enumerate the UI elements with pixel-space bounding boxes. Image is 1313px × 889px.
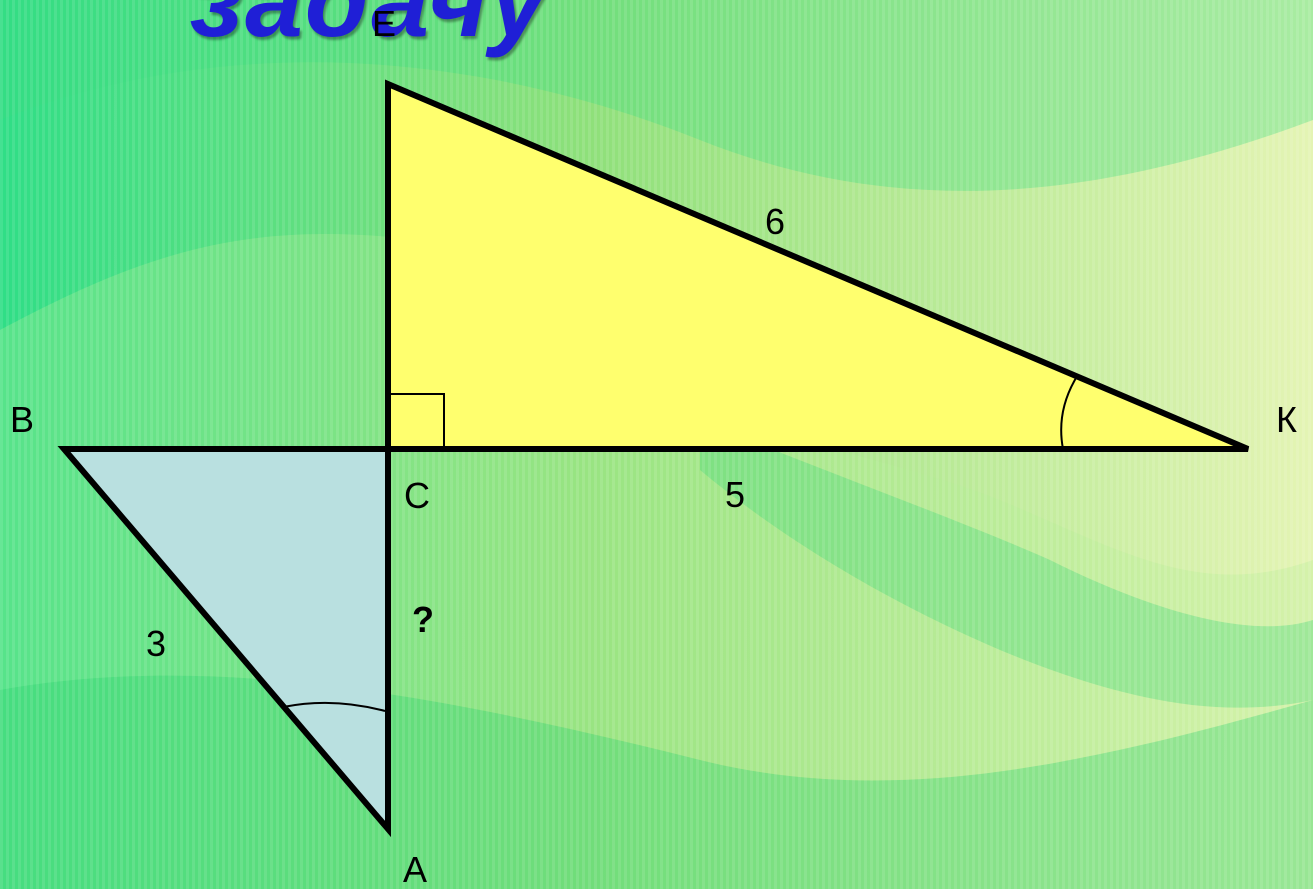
side-label-ck: 5 — [725, 474, 746, 515]
side-label-ab: 3 — [146, 623, 167, 664]
vertex-label-e: E — [372, 3, 397, 44]
slide-title: задачу — [190, 0, 550, 59]
vertex-label-b: B — [10, 399, 35, 440]
right-angle-marker — [386, 393, 445, 452]
triangle-eck — [385, 79, 1250, 452]
vertex-label-k: К — [1276, 399, 1297, 440]
side-label-ek: 6 — [765, 201, 786, 242]
vertex-label-a: A — [403, 849, 428, 889]
angle-arc-k — [1060, 377, 1077, 450]
vertex-label-c: C — [404, 475, 430, 516]
angle-arc-a — [282, 701, 386, 712]
side-label-ac-unknown: ? — [412, 599, 434, 640]
triangle-bca — [57, 446, 391, 838]
